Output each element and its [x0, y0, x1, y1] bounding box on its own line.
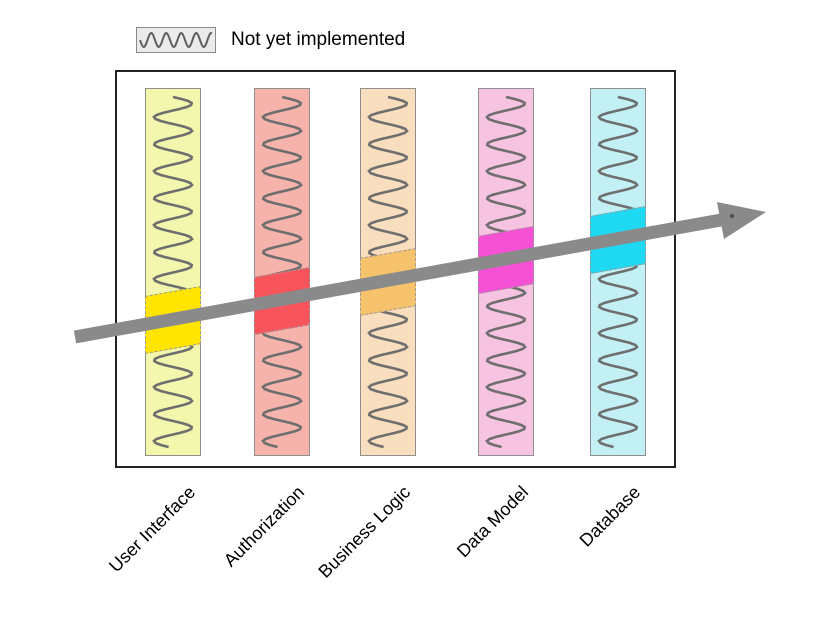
column-authorization — [254, 88, 310, 456]
implemented-slice-database — [590, 205, 646, 275]
implemented-slice-authorization — [254, 266, 310, 335]
label-data-model: Data Model — [452, 482, 533, 562]
implemented-slice-business-logic — [360, 247, 416, 316]
column-database — [590, 88, 646, 456]
arrow-tip-dot — [730, 214, 734, 218]
squiggle-icon — [139, 31, 213, 49]
column-data-model — [478, 88, 534, 456]
squiggle-pattern-swatch — [136, 27, 216, 53]
squiggle-icon — [152, 95, 194, 449]
legend-label: Not yet implemented — [231, 29, 406, 50]
implemented-slice-user-interface — [145, 286, 201, 355]
column-business-logic — [360, 88, 416, 456]
label-database: Database — [575, 482, 645, 551]
implemented-slice-data-model — [478, 226, 534, 295]
legend: Not yet implemented — [136, 27, 405, 53]
label-user-interface: User Interface — [105, 482, 200, 577]
label-authorization: Authorization — [219, 482, 309, 571]
column-user-interface — [145, 88, 201, 456]
label-business-logic: Business Logic — [314, 482, 415, 582]
